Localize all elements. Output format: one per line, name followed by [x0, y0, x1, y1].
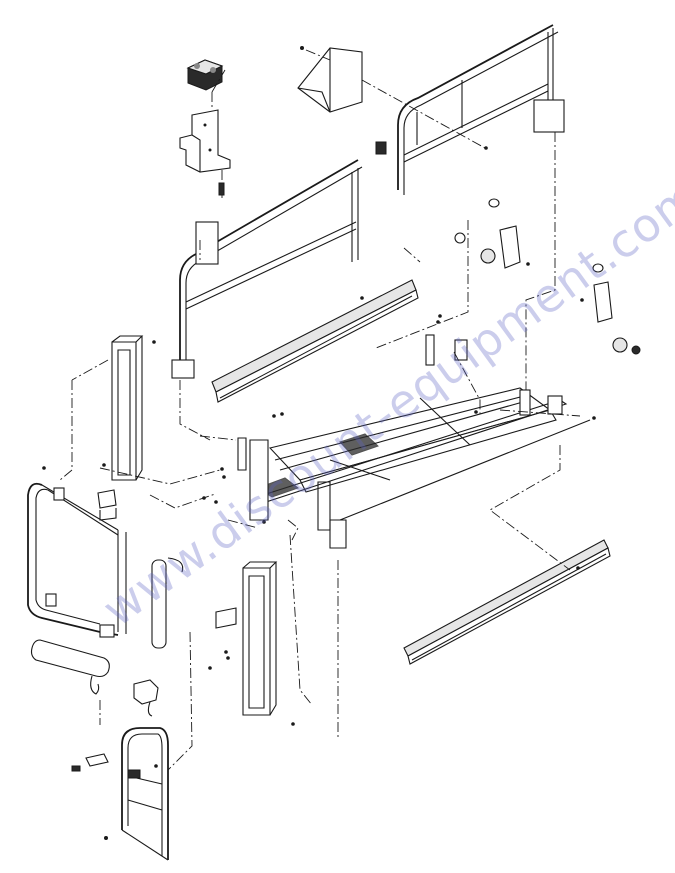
control-box — [186, 59, 224, 91]
lower-channel — [403, 539, 611, 665]
mounting-bracket — [179, 109, 231, 173]
rear-guard-rail — [397, 24, 565, 195]
upper-channel — [211, 279, 419, 403]
hinge-lower — [580, 263, 641, 355]
fasteners — [202, 146, 596, 660]
wedge-block — [297, 46, 486, 149]
front-gate — [71, 727, 169, 861]
pipe-parts — [30, 489, 184, 717]
platform-deck — [256, 334, 591, 521]
leader-lines — [59, 69, 581, 771]
front-guard-rail — [171, 141, 387, 379]
left-swing-gate — [27, 466, 127, 638]
left-side-frame — [102, 335, 156, 481]
lower-side-frame — [208, 561, 295, 726]
mid-side-frame — [237, 437, 347, 549]
hinge-upper — [454, 198, 530, 269]
